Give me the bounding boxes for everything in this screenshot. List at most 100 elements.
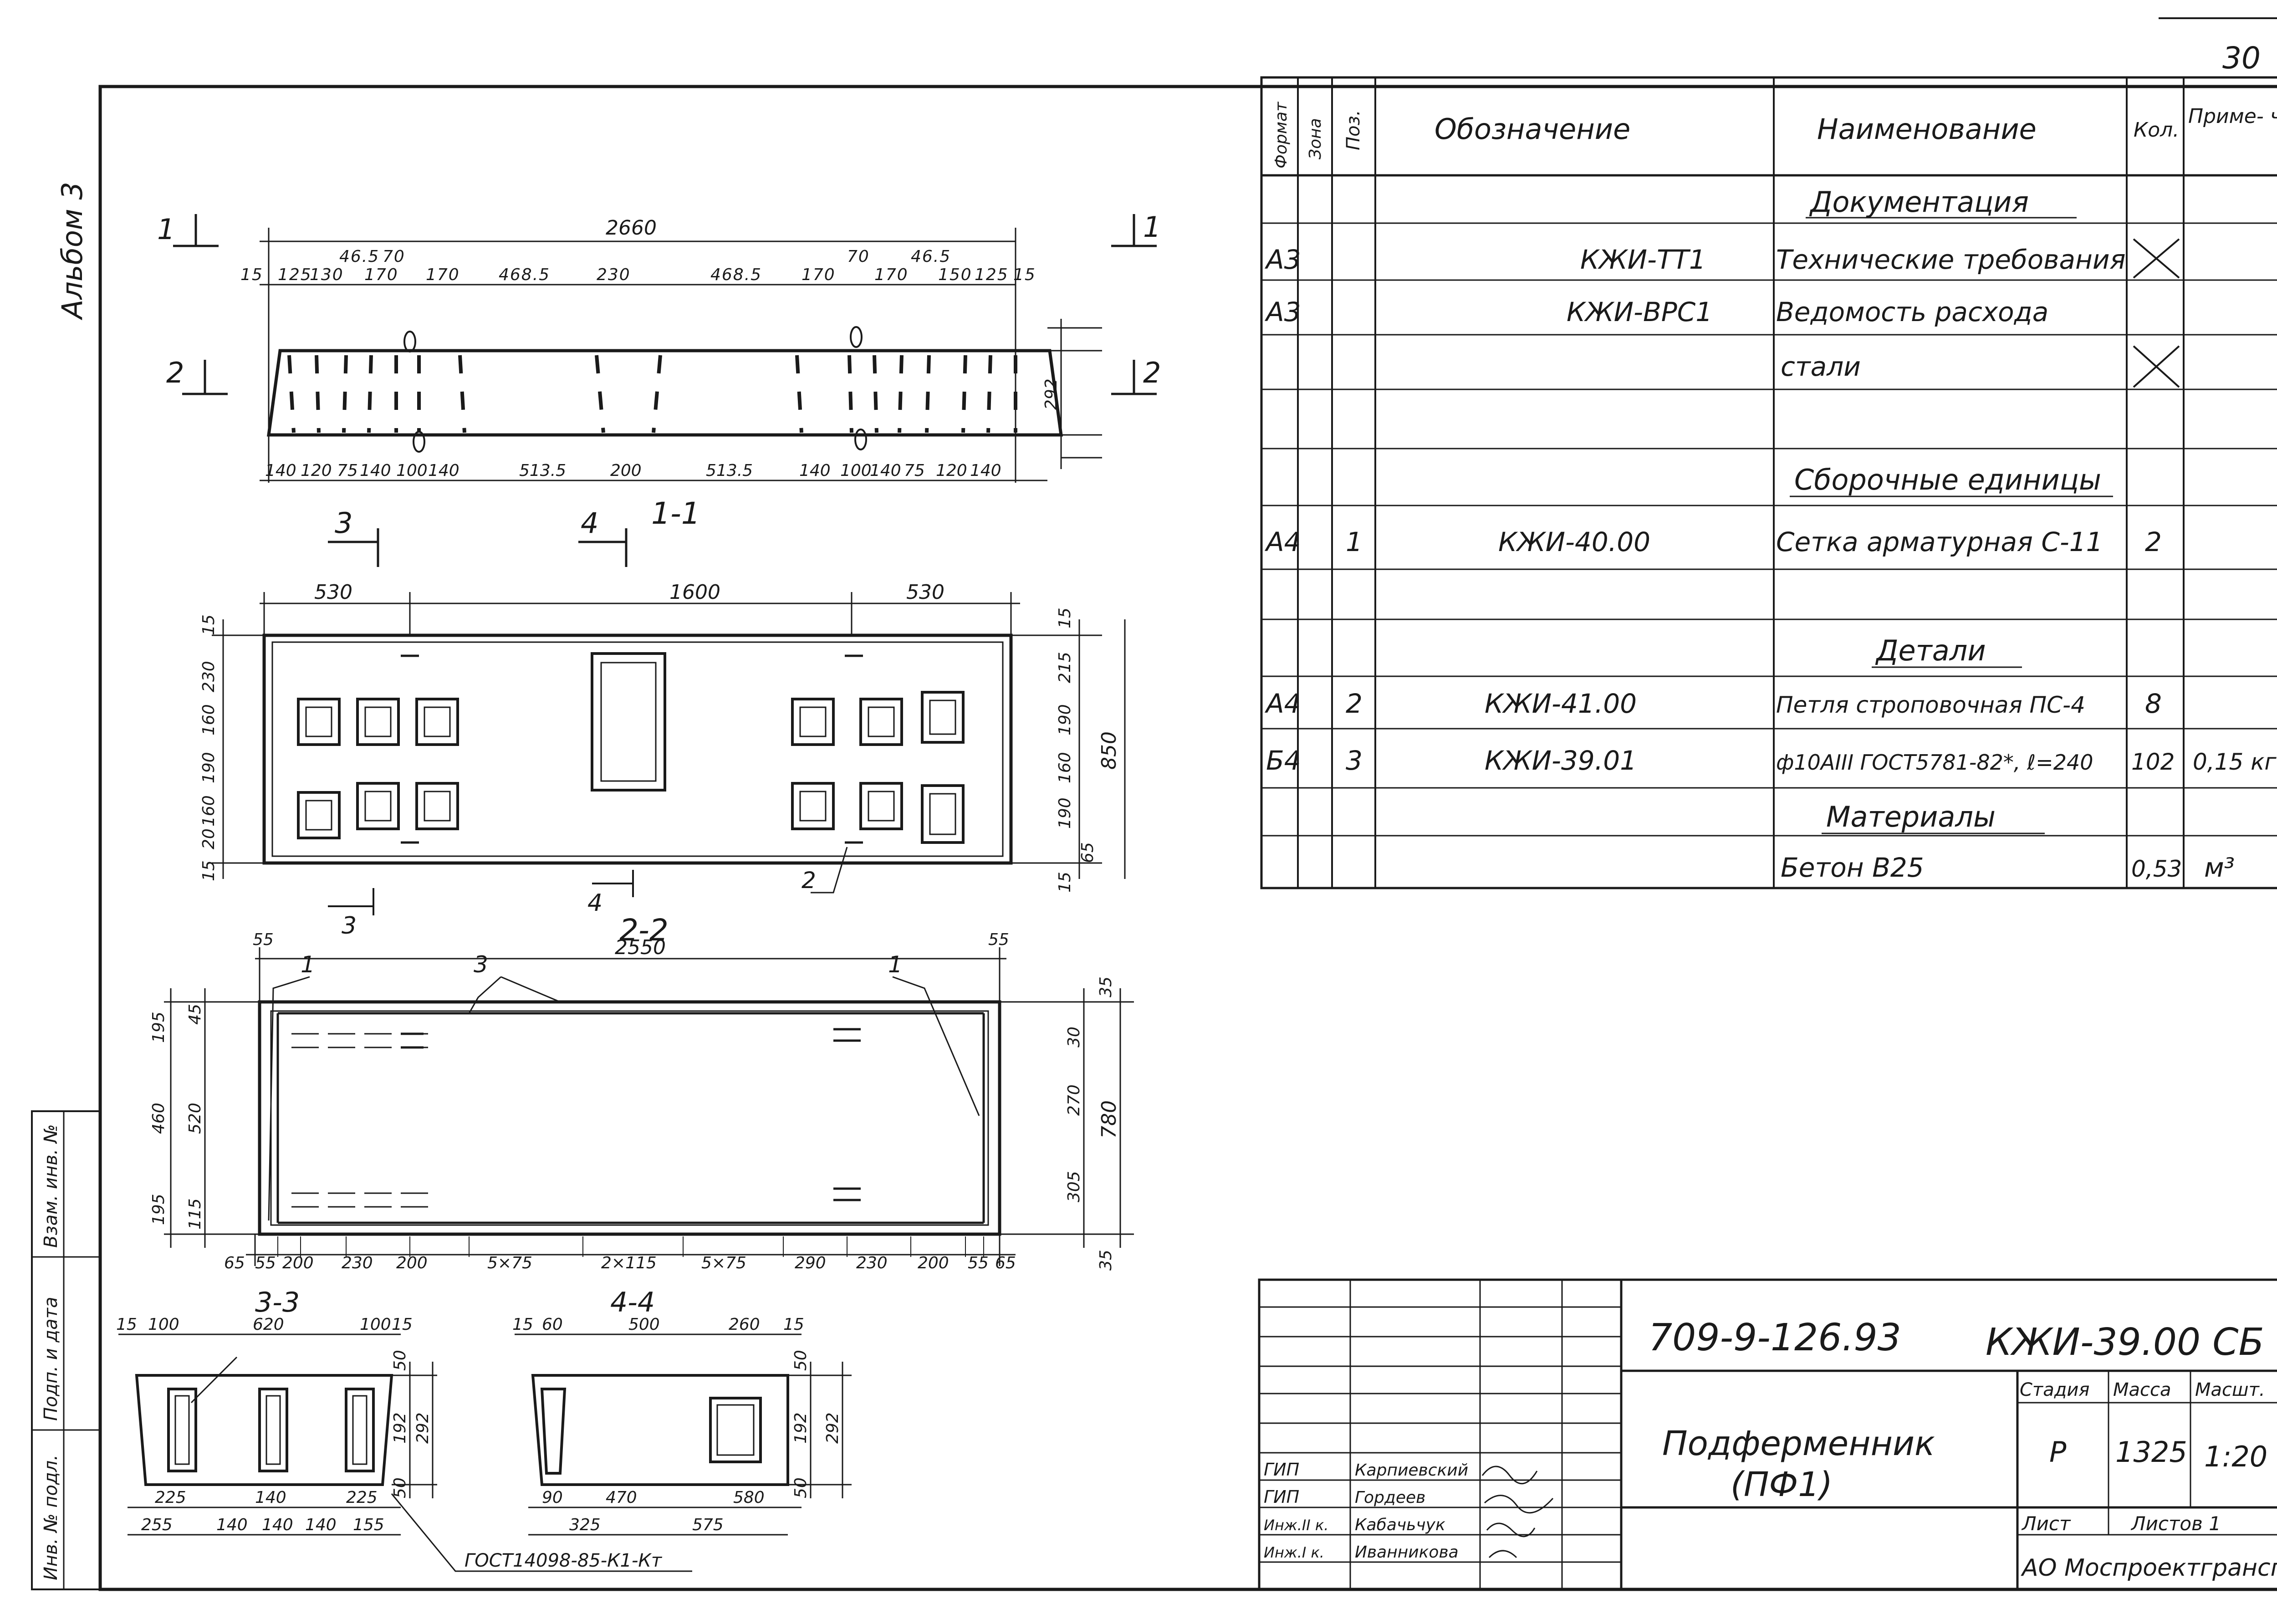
sect-bottom-dim: 65 xyxy=(995,1254,1016,1272)
section-view: 1 3 1 2550 55 55 780 195 45 460 520 195 … xyxy=(149,930,1134,1272)
drawing-code: КЖИ-39.00 СБ xyxy=(1986,1321,2264,1364)
col-designation: Обозначение xyxy=(1435,112,1630,146)
elev-bottom-dim: 140 xyxy=(360,461,391,480)
row1-designation: КЖИ-ТТ1 xyxy=(1580,244,1706,275)
s33-top-dim: 620 xyxy=(253,1315,284,1334)
spec-table: Формат Зона Поз. Обозначение Наименовани… xyxy=(1260,76,2277,889)
sig-name-2: Гордеев xyxy=(1355,1488,1425,1507)
col-note: Приме- чание xyxy=(2188,105,2277,128)
s33-right-dim: 50 xyxy=(391,1350,409,1371)
s33-right-dim: 292 xyxy=(414,1412,432,1444)
plan-body xyxy=(262,633,1013,865)
stage-label: Стадия xyxy=(2020,1379,2089,1400)
row6-format: Б4 xyxy=(1266,745,1301,776)
s33-label: 3-3 xyxy=(255,1287,300,1318)
sect-bottom-dim: 200 xyxy=(918,1254,949,1272)
s44-body xyxy=(531,1374,789,1486)
col-pos: Поз. xyxy=(1343,110,1364,150)
elevation-body xyxy=(266,349,1063,437)
sect-right-dim: 30 xyxy=(1065,1026,1083,1047)
marker-3-bottom: 3 xyxy=(342,912,357,940)
s44-right-dim: 50 xyxy=(791,1350,810,1371)
mass-value: 1325 xyxy=(2115,1435,2187,1469)
title-block: 709-9-126.93 КЖИ-39.00 СБ Подферменник (… xyxy=(1258,1278,2277,1591)
s44-top-dim: 500 xyxy=(628,1315,660,1334)
elev-bottom-dim: 140 xyxy=(799,461,831,480)
s44-right-dim: 292 xyxy=(823,1412,842,1444)
sig-role-1: ГИП xyxy=(1264,1460,1299,1480)
sect-right-dim: 305 xyxy=(1065,1171,1083,1202)
s33-right-dim: 50 xyxy=(391,1477,409,1498)
plan-right-dim: 215 xyxy=(1056,652,1074,683)
row1-name: Технические требования xyxy=(1776,244,2126,275)
elev-bottom-dim: 140 xyxy=(265,461,296,480)
plan-left-dim: 20 xyxy=(199,828,218,849)
elev-bottom-dim: 100 xyxy=(396,461,428,480)
sect-left-dim: 460 xyxy=(149,1103,168,1134)
elev-overall: 2660 xyxy=(606,216,657,240)
sect-right-dim: 270 xyxy=(1065,1084,1083,1116)
row5-designation: КЖИ-41.00 xyxy=(1485,688,1637,719)
signature-scribbles xyxy=(1481,1466,1554,1558)
s44-top-dim: 60 xyxy=(542,1315,563,1334)
sect-bottom-dim: 5×75 xyxy=(701,1254,746,1272)
title-line1: Подферменник xyxy=(1662,1424,1935,1463)
row4-qty: 2 xyxy=(2145,526,2162,557)
elev-bottom-dim: 120 xyxy=(301,461,332,480)
plan-right-dim: 160 xyxy=(1056,752,1074,783)
plan-left-dim: 15 xyxy=(199,614,218,635)
callout-1a: 1 xyxy=(301,951,315,978)
plan-right-dim: 15 xyxy=(1056,608,1074,628)
plan-left-dim: 190 xyxy=(199,752,218,783)
s33-top-dim: 100 xyxy=(148,1315,179,1334)
elev-top-dim: 170 xyxy=(364,266,398,284)
marker-3-top: 3 xyxy=(335,506,352,540)
s33-top-dim: 15 xyxy=(392,1315,413,1334)
plan-right-dim: 15 xyxy=(1056,872,1074,893)
sect-edge-right: 55 xyxy=(988,930,1009,949)
s33-b2-dim: 155 xyxy=(353,1516,384,1534)
s33-b2-dim: 140 xyxy=(305,1516,337,1534)
row7-qty: 0,53 xyxy=(2131,856,2182,882)
elevation-view: 1 1 2 2 xyxy=(157,210,1161,531)
callout-3: 3 xyxy=(474,951,488,978)
marker-2-right: 2 xyxy=(1143,356,1161,389)
organization: АО Моспроектгранспрост xyxy=(2021,1554,2277,1582)
s44-bottom2: 325 575 xyxy=(569,1516,724,1534)
row4-designation: КЖИ-40.00 xyxy=(1498,526,1650,557)
plan-section-label: 2-2 xyxy=(619,913,669,948)
elev-top-dim: 150 xyxy=(938,266,972,284)
elev-bottom-row: 140 120 75 140 100 140 513.5 200 513.5 1… xyxy=(265,461,1001,480)
sect-bottom-dim: 55 xyxy=(255,1254,276,1272)
row4-name: Сетка арматурная С-11 xyxy=(1776,526,2103,557)
s44-top-dim: 260 xyxy=(729,1315,760,1334)
sect-bottom-dim: 5×75 xyxy=(487,1254,532,1272)
elev-section-label: 1-1 xyxy=(651,496,700,531)
elev-bottom-dim: 513.5 xyxy=(706,461,753,480)
s33-b2-dim: 255 xyxy=(141,1516,173,1534)
row1-format: А3 xyxy=(1264,244,1301,275)
s33-b2-dim: 140 xyxy=(216,1516,248,1534)
section-body xyxy=(258,1000,1001,1236)
sect-left-dim: 195 xyxy=(149,1011,168,1043)
elev-bottom-dim: 120 xyxy=(936,461,967,480)
stamp-inventory: Инв. № подл. xyxy=(41,1455,61,1580)
row3-name: стали xyxy=(1781,351,1861,382)
plan-top-dim: 530 xyxy=(314,581,352,604)
scale-label: Масшт. xyxy=(2195,1379,2265,1400)
col-name: Наименование xyxy=(1817,112,2037,146)
s44-top-dim: 15 xyxy=(512,1315,533,1334)
marker-4-bottom: 4 xyxy=(587,889,602,917)
row6-pos: 3 xyxy=(1346,745,1363,776)
marker-1-left: 1 xyxy=(157,213,175,246)
s44-b1-dim: 90 xyxy=(542,1488,563,1507)
elev-top-dim: 130 xyxy=(310,266,344,284)
elev-top-dim: 468.5 xyxy=(710,266,762,284)
scale-value: 1:20 xyxy=(2204,1440,2267,1473)
elev-bottom-dim: 75 xyxy=(904,461,925,480)
row2-designation: КЖИ-ВРС1 xyxy=(1567,296,1712,327)
elev-top-dim: 70 xyxy=(847,247,870,266)
document-code: 709-9-126.93 xyxy=(1649,1316,1901,1359)
sig-role-3: Инж.II к. xyxy=(1264,1517,1328,1534)
